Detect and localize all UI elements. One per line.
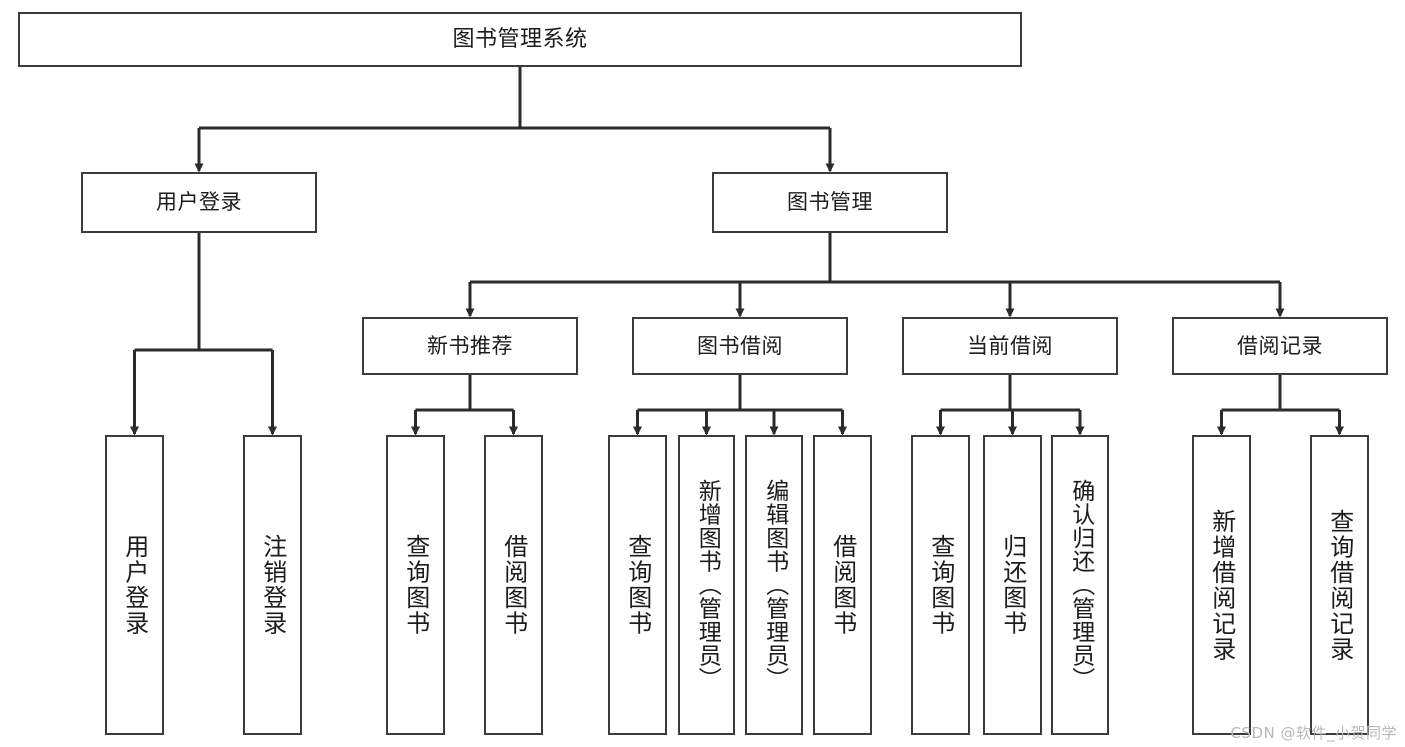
node-label: 查询图书	[623, 534, 652, 636]
node-book-management[interactable]: 图书管理	[712, 172, 948, 233]
csdn-watermark: CSDN @软件_小贺同学	[1230, 724, 1397, 742]
node-label: 借阅记录	[1237, 333, 1323, 358]
leaf-query-book-borrow[interactable]: 查询图书	[608, 435, 667, 735]
node-label: 查询图书	[926, 534, 955, 636]
leaf-query-book-current[interactable]: 查询图书	[911, 435, 970, 735]
node-label: 当前借阅	[967, 333, 1053, 358]
node-book-borrow[interactable]: 图书借阅	[632, 317, 848, 375]
node-new-book-recommendation[interactable]: 新书推荐	[362, 317, 578, 375]
node-label: 确认归还（管理员）	[1067, 479, 1094, 691]
node-current-borrow[interactable]: 当前借阅	[902, 317, 1118, 375]
leaf-edit-book-admin[interactable]: 编辑图书（管理员）	[745, 435, 803, 735]
node-label: 查询图书	[401, 534, 430, 636]
node-label: 借阅图书	[499, 534, 528, 636]
leaf-logout[interactable]: 注销登录	[243, 435, 302, 735]
node-label: 用户登录	[156, 190, 242, 215]
leaf-query-borrow-record[interactable]: 查询借阅记录	[1310, 435, 1369, 735]
leaf-confirm-return-admin[interactable]: 确认归还（管理员）	[1051, 435, 1109, 735]
node-label: 借阅图书	[828, 534, 857, 636]
node-label: 归还图书	[998, 534, 1027, 636]
node-book-management-system[interactable]: 图书管理系统	[18, 12, 1022, 67]
leaf-query-book-recommendation[interactable]: 查询图书	[386, 435, 445, 735]
node-label: 新增图书（管理员）	[694, 479, 721, 691]
leaf-return-book[interactable]: 归还图书	[983, 435, 1042, 735]
node-user-login[interactable]: 用户登录	[81, 172, 317, 233]
leaf-add-borrow-record[interactable]: 新增借阅记录	[1192, 435, 1251, 735]
node-label: 图书管理	[787, 190, 873, 215]
leaf-borrow-book[interactable]: 借阅图书	[813, 435, 872, 735]
node-label: 图书管理系统	[452, 26, 588, 52]
node-label: 注销登录	[258, 534, 287, 636]
node-borrow-record[interactable]: 借阅记录	[1172, 317, 1388, 375]
node-label: 查询借阅记录	[1325, 508, 1354, 662]
node-label: 图书借阅	[697, 333, 783, 358]
node-label: 新书推荐	[427, 333, 513, 358]
node-label: 编辑图书（管理员）	[761, 479, 788, 691]
node-label: 用户登录	[120, 534, 149, 636]
node-label: 新增借阅记录	[1207, 508, 1236, 662]
leaf-borrow-book-recommendation[interactable]: 借阅图书	[484, 435, 543, 735]
leaf-add-book-admin[interactable]: 新增图书（管理员）	[678, 435, 735, 735]
leaf-user-login[interactable]: 用户登录	[105, 435, 164, 735]
